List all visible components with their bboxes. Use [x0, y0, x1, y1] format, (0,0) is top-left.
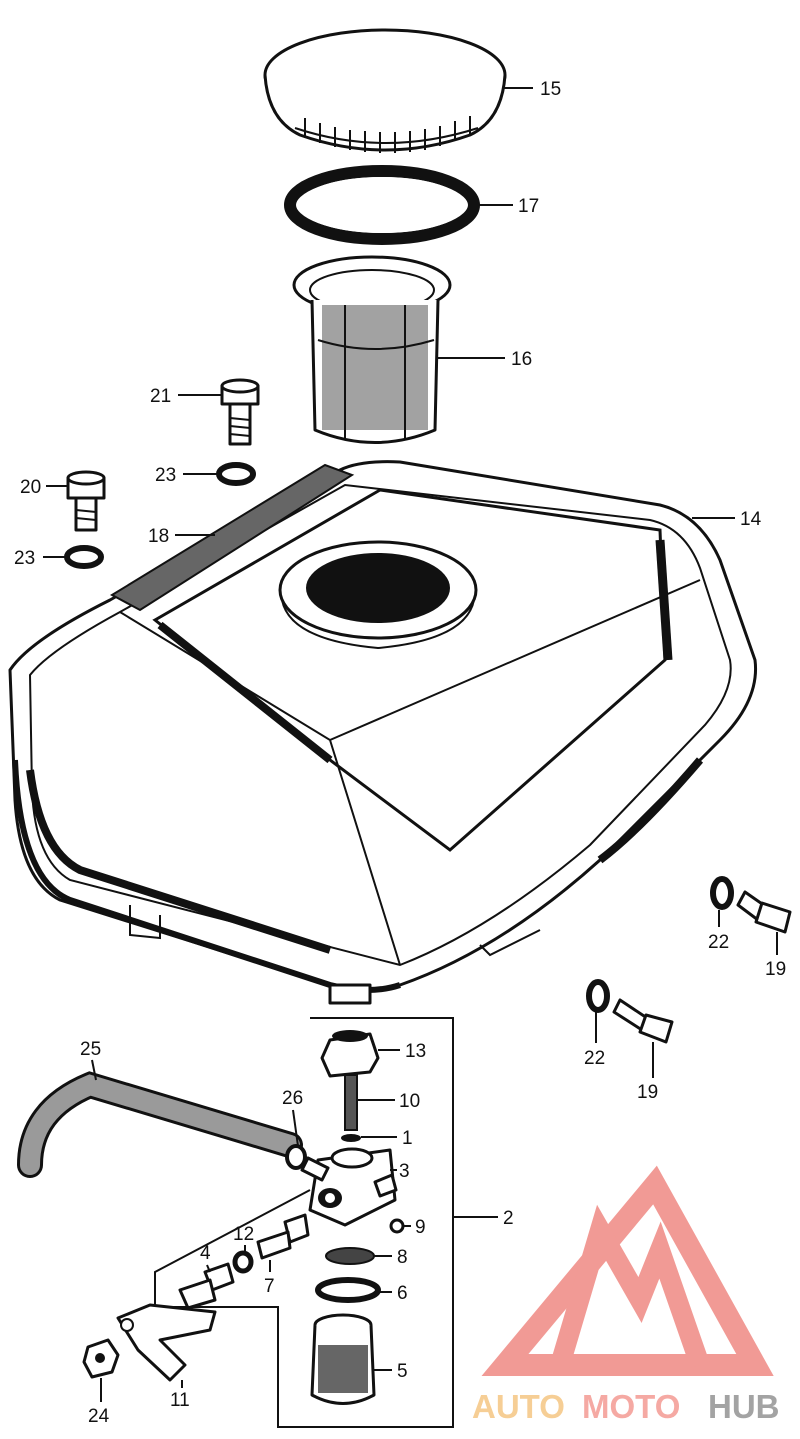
part-labels: 15 17 16 21 23 20 18 14 23 22 19 25 13 2… — [14, 79, 786, 1427]
washer-23-lower — [64, 545, 104, 569]
label-10: 10 — [399, 1091, 420, 1112]
leader-lines — [43, 87, 778, 1402]
label-20: 20 — [20, 477, 41, 498]
label-14: 14 — [740, 509, 762, 530]
label-13: 13 — [405, 1041, 426, 1062]
watermark-moto: MOTO — [582, 1388, 680, 1425]
hose-clip-26 — [285, 1144, 307, 1170]
screw-4 — [178, 1262, 235, 1310]
watermark-auto: AUTO — [472, 1388, 565, 1425]
nut-13 — [320, 1030, 380, 1078]
bolt-20 — [66, 470, 106, 532]
label-23-upper: 23 — [155, 465, 176, 486]
valve-body — [300, 1147, 398, 1227]
screen-8 — [325, 1247, 375, 1265]
label-3: 3 — [399, 1161, 410, 1182]
watermark-hub: HUB — [708, 1388, 780, 1425]
label-24: 24 — [88, 1406, 110, 1427]
label-19-lower: 19 — [637, 1082, 658, 1103]
label-25: 25 — [80, 1039, 101, 1060]
fuel-strainer — [292, 255, 452, 444]
screw-9 — [389, 1218, 405, 1234]
label-16: 16 — [511, 349, 532, 370]
label-12: 12 — [233, 1224, 254, 1245]
bolt-21 — [220, 378, 260, 446]
sediment-cup-5 — [310, 1313, 376, 1405]
gasket-6 — [315, 1277, 381, 1303]
bolt-19-upper — [736, 890, 792, 934]
watermark-logo: AUTO MOTO HUB — [472, 1165, 780, 1425]
valve-assembly-bracket — [154, 1017, 454, 1428]
label-9: 9 — [415, 1217, 426, 1238]
o-ring-1 — [341, 1134, 361, 1142]
filler-cap — [263, 28, 507, 153]
label-17: 17 — [518, 196, 539, 217]
lever-11 — [116, 1303, 217, 1382]
label-11: 11 — [170, 1390, 190, 1411]
label-2: 2 — [503, 1208, 514, 1229]
washer-22-upper — [710, 876, 734, 910]
valve-lever-stem — [232, 1213, 310, 1274]
label-15: 15 — [540, 79, 561, 100]
label-8: 8 — [397, 1247, 408, 1268]
label-22-lower: 22 — [584, 1048, 605, 1069]
pipe-10 — [344, 1074, 358, 1131]
washer-22-lower — [586, 979, 610, 1013]
label-22-upper: 22 — [708, 932, 729, 953]
label-6: 6 — [397, 1283, 408, 1304]
label-23-lower: 23 — [14, 548, 35, 569]
label-4: 4 — [200, 1243, 211, 1264]
label-18: 18 — [148, 526, 169, 547]
label-1: 1 — [402, 1128, 413, 1149]
fuel-tank — [8, 460, 758, 1005]
label-7: 7 — [264, 1276, 275, 1297]
label-21: 21 — [150, 386, 171, 407]
nut-24 — [82, 1338, 120, 1379]
bolt-19-lower — [612, 998, 674, 1044]
washer-23-upper — [216, 462, 256, 486]
label-19-upper: 19 — [765, 959, 786, 980]
cap-gasket — [284, 165, 480, 245]
label-26: 26 — [282, 1088, 303, 1109]
label-5: 5 — [397, 1361, 408, 1382]
